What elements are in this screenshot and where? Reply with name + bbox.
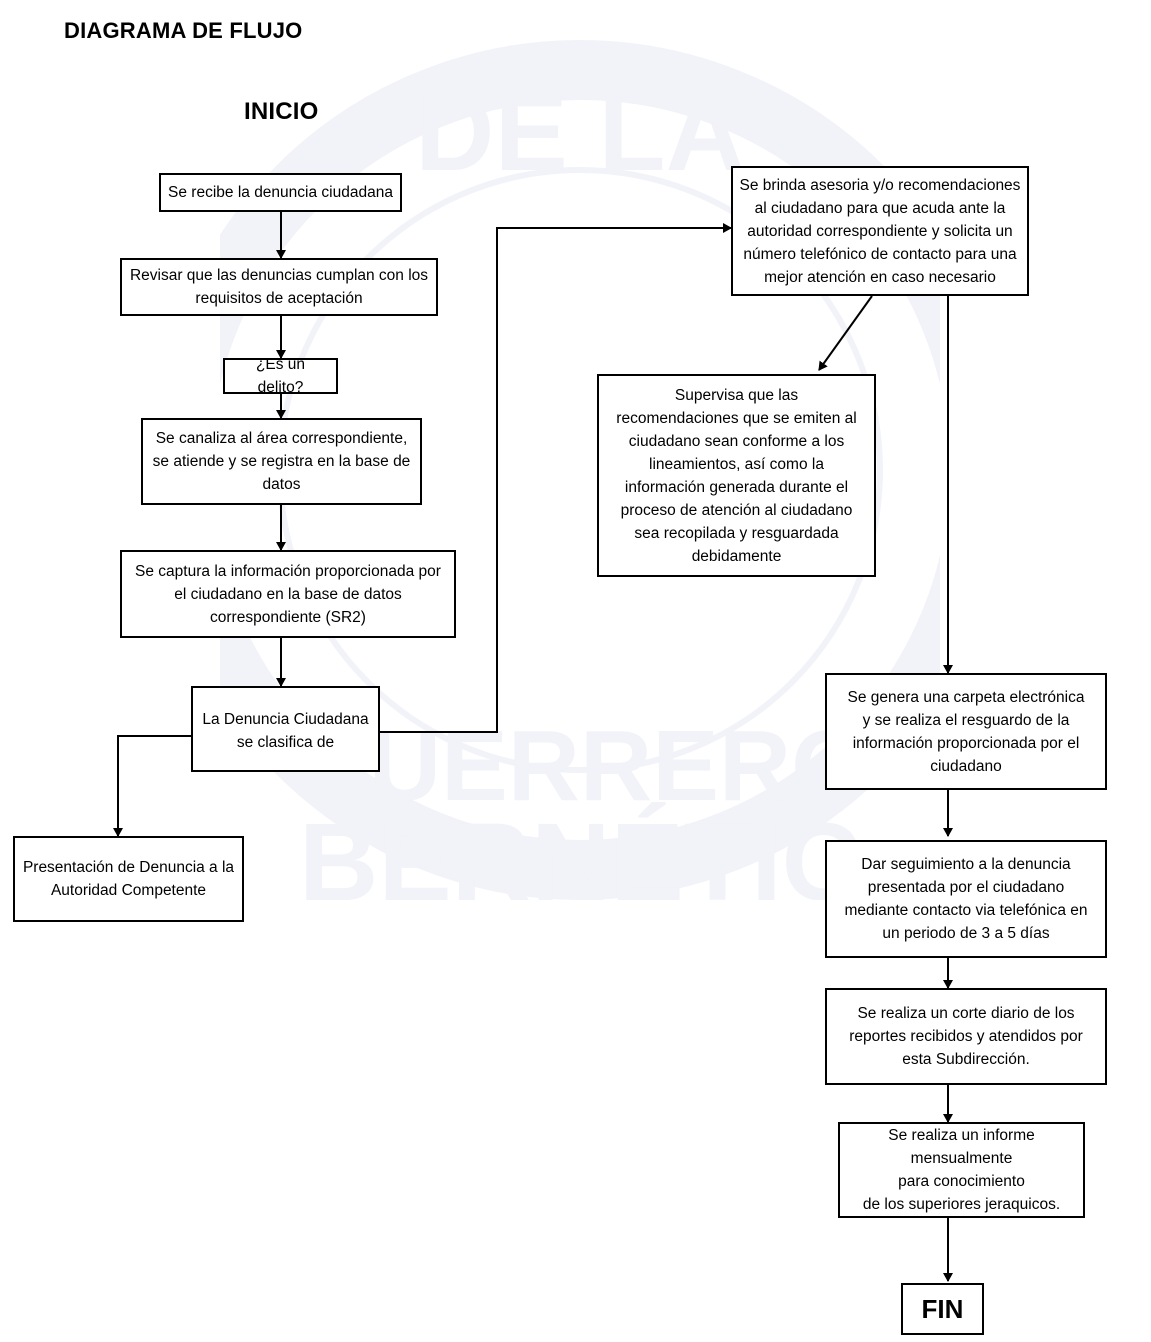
node-asesoria-text: Se brinda asesoria y/o recomendaciones a… — [739, 176, 1021, 286]
node-corte-diario-text: Se realiza un corte diario de los report… — [849, 1005, 1083, 1068]
node-es-delito: ¿Es un delito? — [223, 356, 338, 396]
node-clasifica-text: La Denuncia Ciudadana se clasifica de — [202, 711, 369, 751]
watermark-seal: DE LA GUERRERO BERNÉTIC — [220, 40, 940, 900]
node-captura: Se captura la información proporcionada … — [120, 550, 456, 638]
node-revisar-requisitos: Revisar que las denuncias cumplan con lo… — [120, 258, 438, 316]
node-supervisa-text: Supervisa que las recomendaciones que se… — [616, 386, 857, 565]
node-carpeta-electronica: Se genera una carpeta electrónica y se r… — [825, 673, 1107, 790]
watermark-text-top: DE LA — [415, 71, 745, 194]
node-informe-mensual: Se realiza un informe mensualmente para … — [838, 1122, 1085, 1218]
node-captura-text: Se captura la información proporcionada … — [135, 562, 441, 626]
node-canaliza: Se canaliza al área correspondiente, se … — [141, 418, 422, 505]
node-asesoria: Se brinda asesoria y/o recomendaciones a… — [731, 166, 1029, 296]
node-seguimiento-text: Dar seguimiento a la denuncia presentada… — [844, 856, 1088, 942]
node-clasifica: La Denuncia Ciudadana se clasifica de — [191, 686, 380, 772]
node-fin-text: FIN — [921, 1293, 964, 1324]
node-es-delito-text: ¿Es un delito? — [255, 356, 306, 396]
node-carpeta-electronica-text: Se genera una carpeta electrónica y se r… — [847, 688, 1085, 775]
start-label: INICIO — [244, 98, 319, 125]
watermark-text-bottom: GUERRERO — [291, 710, 869, 822]
watermark-text-bottom2: BERNÉTIC — [299, 801, 861, 900]
edge-clasifica-asesoria — [380, 223, 732, 733]
node-corte-diario: Se realiza un corte diario de los report… — [825, 988, 1107, 1085]
node-recibe-denuncia: Se recibe la denuncia ciudadana — [159, 173, 402, 212]
node-supervisa: Supervisa que las recomendaciones que se… — [597, 374, 876, 577]
node-recibe-denuncia-text: Se recibe la denuncia ciudadana — [168, 184, 393, 201]
edge-asesoria-supervisa — [818, 295, 873, 371]
node-canaliza-text: Se canaliza al área correspondiente, se … — [152, 430, 411, 493]
diagram-title: DIAGRAMA DE FLUJO — [64, 18, 303, 43]
edge-clasifica-presentacion — [113, 735, 191, 837]
node-informe-mensual-text: Se realiza un informe mensualmente para … — [862, 1127, 1061, 1213]
node-presentacion-denuncia: Presentación de Denuncia a la Autoridad … — [13, 836, 244, 922]
node-presentacion-denuncia-text: Presentación de Denuncia a la Autoridad … — [22, 859, 235, 899]
node-fin: FIN — [901, 1283, 984, 1335]
node-seguimiento: Dar seguimiento a la denuncia presentada… — [825, 840, 1107, 958]
node-revisar-requisitos-text: Revisar que las denuncias cumplan con lo… — [129, 267, 429, 307]
